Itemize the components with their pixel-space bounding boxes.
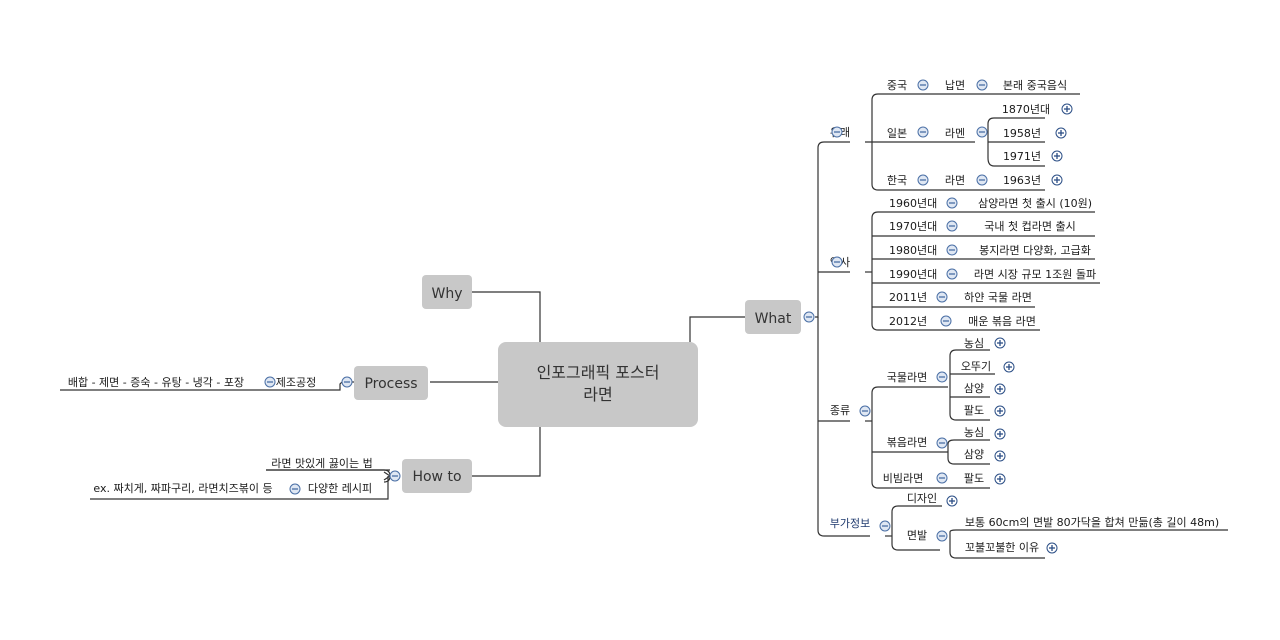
h5-collapse-icon[interactable] [936,291,948,303]
history-collapse-icon[interactable] [831,256,843,268]
history-event-1: 삼양라면 첫 출시 (10원) [978,197,1092,210]
japan-collapse-icon[interactable] [917,126,929,138]
h2-collapse-icon[interactable] [946,220,958,232]
history-year-3: 1980년대 [889,244,937,257]
process-steps: 배합 - 제면 - 증숙 - 유탕 - 냉각 - 포장 [68,376,244,389]
what-node[interactable] [745,300,801,334]
howto-collapse-icon[interactable] [389,470,401,482]
soup-collapse-icon[interactable] [936,371,948,383]
types-soup: 국물라면 [887,371,927,384]
h6-collapse-icon[interactable] [940,315,952,327]
korea-collapse-icon[interactable] [917,174,929,186]
process-sub-collapse-icon[interactable] [264,376,276,388]
types-soup-brand-4: 팔도 [964,404,984,417]
history-year-5: 2011년 [889,291,927,304]
china-collapse-icon[interactable] [917,79,929,91]
history-event-4: 라면 시장 규모 1조원 돌파 [974,268,1096,281]
extra-noodle: 면발 [907,529,927,542]
central-node[interactable] [498,342,698,427]
howto-node[interactable] [402,459,472,493]
history-year-1: 1960년대 [889,197,937,210]
origin-japan-year-1: 1870년대 [1002,103,1050,116]
twist-expand-icon[interactable] [1046,542,1058,554]
korea-noodle-collapse-icon[interactable] [976,174,988,186]
process-label: Process [364,376,417,392]
recipes-collapse-icon[interactable] [289,483,301,495]
origin-china-note: 본래 중국음식 [1003,79,1067,92]
types-fried-brand-1: 농심 [964,426,984,439]
process-sub-label: 제조공정 [276,376,316,389]
origin-japan-year-3: 1971년 [1003,150,1041,163]
h3-collapse-icon[interactable] [946,244,958,256]
types-bibim: 비빔라면 [883,472,923,485]
design-expand-icon[interactable] [946,495,958,507]
y1971-expand-icon[interactable] [1051,150,1063,162]
h4-collapse-icon[interactable] [946,268,958,280]
paldo-expand-icon[interactable] [994,405,1006,417]
fried-nongshim-expand-icon[interactable] [994,428,1006,440]
what-label: What [755,311,792,327]
history-event-5: 하얀 국물 라면 [964,290,1032,304]
history-year-4: 1990년대 [889,268,937,281]
origin-korea: 한국 [887,174,907,187]
central-title-line2: 라면 [583,385,612,404]
why-label: Why [431,286,462,302]
types-label: 종류 [830,404,850,417]
noodle-collapse-icon[interactable] [936,530,948,542]
howto-recipes-label: 다양한 레시피 [308,482,372,495]
bibim-collapse-icon[interactable] [936,472,948,484]
origin-collapse-icon[interactable] [831,126,843,138]
japan-noodle-collapse-icon[interactable] [976,126,988,138]
howto-boil: 라면 맛있게 끓이는 법 [271,457,373,470]
types-soup-brand-1: 농심 [964,337,984,350]
types-soup-brand-3: 삼양 [964,382,984,395]
fried-samyang-expand-icon[interactable] [994,450,1006,462]
extra-label: 부가정보 [830,517,870,530]
history-event-6: 매운 볶음 라면 [968,315,1036,328]
origin-korea-year: 1963년 [1003,174,1041,187]
origin-japan: 일본 [887,126,907,140]
origin-china: 중국 [887,79,907,92]
extra-design: 디자인 [907,492,937,505]
origin-japan-noodle: 라멘 [945,127,965,140]
history-year-6: 2012년 [889,315,927,328]
origin-korea-noodle: 라면 [945,174,965,187]
howto-label: How to [412,469,461,485]
types-fried: 볶음라면 [887,436,927,449]
history-event-3: 봉지라면 다양화, 고급화 [979,244,1091,257]
history-year-2: 1970년대 [889,220,937,233]
process-collapse-icon[interactable] [341,376,353,388]
process-node[interactable] [354,366,428,400]
central-title-line1: 인포그래픽 포스터 [537,363,660,382]
types-soup-brand-2: 오뚜기 [961,360,991,373]
samyang-expand-icon[interactable] [994,383,1006,395]
china-noodle-collapse-icon[interactable] [976,79,988,91]
types-collapse-icon[interactable] [859,405,871,417]
what-collapse-icon[interactable] [803,311,815,323]
y1958-expand-icon[interactable] [1055,127,1067,139]
history-event-2: 국내 첫 컵라면 출시 [984,220,1075,233]
fried-collapse-icon[interactable] [936,437,948,449]
types-bibim-brand-1: 팔도 [964,472,984,485]
types-fried-brand-2: 삼양 [964,448,984,461]
why-node[interactable] [422,275,472,309]
nongshim-expand-icon[interactable] [994,337,1006,349]
origin-japan-year-2: 1958년 [1003,127,1041,140]
y1870-expand-icon[interactable] [1061,103,1073,115]
ottogi-expand-icon[interactable] [1003,361,1015,373]
y1963-expand-icon[interactable] [1051,174,1063,186]
origin-china-noodle: 납면 [945,79,965,92]
extra-collapse-icon[interactable] [879,520,891,532]
bibim-paldo-expand-icon[interactable] [994,473,1006,485]
extra-noodle-fact-2: 꼬불꼬불한 이유 [965,541,1039,554]
h1-collapse-icon[interactable] [946,197,958,209]
howto-recipes-examples: ex. 짜치게, 짜파구리, 라면치즈볶이 등 [93,482,272,495]
extra-noodle-fact-1: 보통 60cm의 면발 80가닥을 합쳐 만듦(총 길이 48m) [965,516,1219,529]
